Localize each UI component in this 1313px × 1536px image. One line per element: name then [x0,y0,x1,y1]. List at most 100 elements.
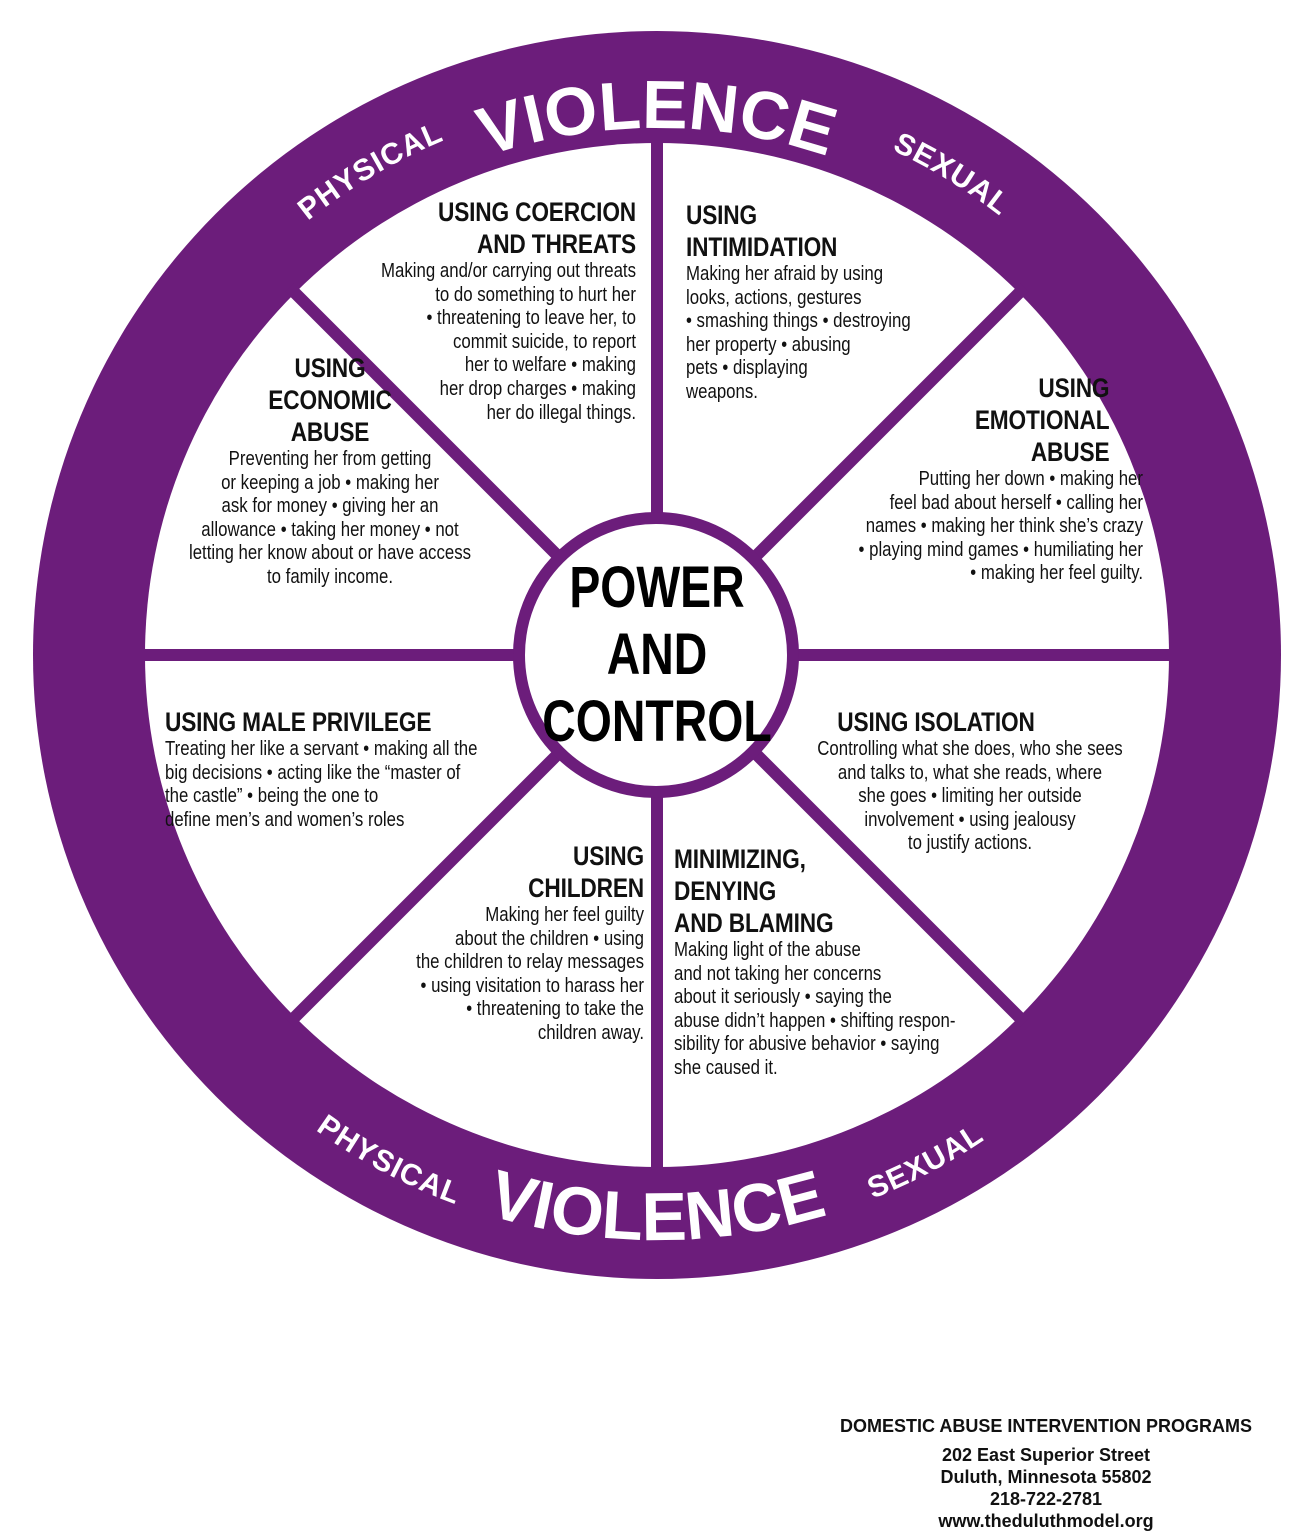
section-body-line: the children to relay messages [416,951,644,974]
spoke [285,742,570,1027]
section-body-line: she caused it. [674,1056,778,1079]
section-body-line: her to welfare • making [464,354,636,377]
hub-circle [513,512,799,798]
section-title-line: AND THREATS [476,229,636,259]
section-body-line: • using visitation to harass her [420,974,644,997]
section-body-line: looks, actions, gestures [686,286,862,309]
section-body-line: her property • abusing [686,333,851,356]
spoke [744,742,1029,1027]
hub-title: POWER AND CONTROL [537,554,777,755]
section-body-line: her do illegal things. [486,401,636,424]
street-address: 202 East Superior Street [941,1445,1151,1465]
section-title-line: ABUSE [1030,437,1110,467]
organization-name: DOMESTIC ABUSE INTERVENTION PROGRAMS [839,1416,1253,1436]
section-title-line: USING ISOLATION [837,707,1035,737]
section-body-line: big decisions • acting like the “master … [165,761,461,784]
section-body-line: Controlling what she does, who she sees [817,738,1123,760]
phone-number: 218-722-2781 [989,1489,1103,1509]
section-body-line: sibility for abusive behavior • saying [674,1033,940,1056]
section-body-line: commit suicide, to report [452,330,636,353]
section-body-line: and talks to, what she reads, where [837,761,1103,784]
hub-line: POWER [569,555,745,620]
section-title-line: ECONOMIC [268,385,392,415]
section-body-line: names • making her think she’s crazy [865,515,1143,538]
section-body-line: about the children • using [455,927,644,950]
section-body: Treating her like a servant • making all… [165,738,518,832]
section-body-line: • smashing things • destroying [686,310,911,333]
website: www.theduluthmodel.org [938,1511,1154,1531]
hub-line: AND [606,622,708,687]
section-body-line: letting her know about or have access [188,542,472,565]
section-title-line: AND BLAMING [674,908,834,938]
section-title: USING ISOLATION [794,706,1147,738]
hub-line: CONTROL [542,689,772,754]
section-title-line: USING [294,353,366,383]
section-body-line: Treating her like a servant • making all… [165,738,478,760]
section-body-line: • making her feel guilty. [970,562,1143,585]
section-body-line: involvement • using jealousy [864,808,1076,831]
spokes [137,135,1177,1175]
section-title-line: INTIMIDATION [686,232,838,262]
section-body-line: Making and/or carrying out threats [381,260,636,282]
section-body-line: feel bad about herself • calling her [889,491,1143,514]
section-body-line: ask for money • giving her an [221,495,439,518]
spoke [744,283,1029,568]
footer: DOMESTIC ABUSE INTERVENTION PROGRAMS 202… [800,1414,1292,1532]
city-state-zip: Duluth, Minnesota 55802 [940,1467,1152,1487]
spoke [285,283,570,568]
section-title-line: USING COERCION [437,197,636,227]
section-body-line: Making her feel guilty [485,904,644,926]
section-body-line: to do something to hurt her [435,283,636,306]
section-title-line: CHILDREN [528,873,644,903]
section-body-line: weapons. [686,380,758,403]
section-title-line: DENYING [674,876,777,906]
section-body-line: her drop charges • making [439,377,636,400]
section-body-line: Making light of the abuse [674,939,861,961]
section-body-line: Putting her down • making her [918,468,1143,490]
section-body-line: and not taking her concerns [674,962,882,985]
section-title: USING MALE PRIVILEGE [165,706,518,738]
section-title-line: USING [573,841,644,871]
section-body-line: Preventing her from getting [228,448,432,470]
section-title-line: ABUSE [290,417,370,447]
section-body-line: • threatening to leave her, to [426,307,636,330]
section-body-line: to family income. [266,565,394,588]
section-body-line: pets • displaying [686,357,808,380]
section-body-line: or keeping a job • making her [221,471,439,494]
section-body-line: Making her afraid by using [686,263,884,285]
section-body-line: define men’s and women’s roles [165,808,405,831]
section-body-line: about it seriously • saying the [674,986,892,1009]
section-body-line: • threatening to take the [466,998,644,1021]
section-body-line: to justify actions. [907,832,1033,855]
section-body-line: • playing mind games • humiliating her [858,538,1143,561]
section-body-line: allowance • taking her money • not [201,518,459,541]
section-body-line: she goes • limiting her outside [858,785,1082,808]
section-title-line: MINIMIZING, [674,844,806,874]
section-title-line: USING MALE PRIVILEGE [165,707,432,737]
section-title-line: EMOTIONAL [974,405,1110,435]
section-title-line: USING [1038,373,1110,403]
section-body-line: children away. [537,1021,644,1044]
